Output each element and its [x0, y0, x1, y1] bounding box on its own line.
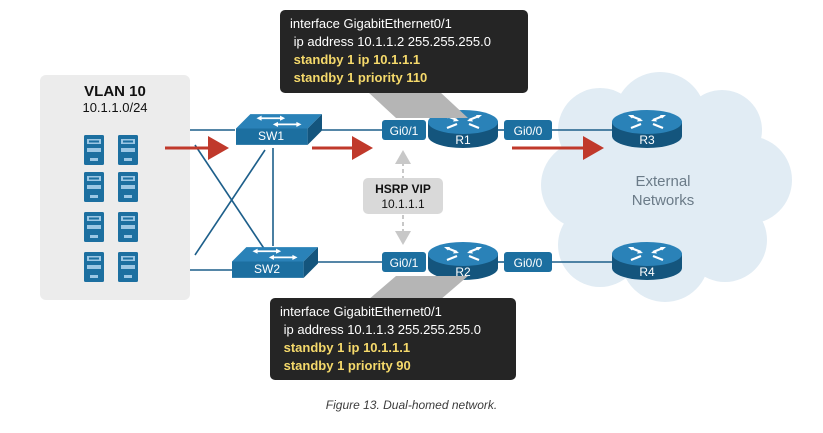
- cloud-label-line2: Networks: [632, 192, 695, 209]
- r1-config-line2: ip address 10.1.1.2 255.255.255.0: [290, 34, 491, 49]
- sw1-label: SW1: [258, 129, 284, 143]
- vlan-subnet: 10.1.1.0/24: [82, 100, 147, 115]
- r1-config-line3: standby 1 ip 10.1.1.1: [290, 52, 420, 67]
- r2-config-pointer: [368, 276, 468, 300]
- r2-label: R2: [455, 265, 471, 279]
- hsrp-vip-label: HSRP VIP: [375, 182, 431, 196]
- server-icon: [118, 212, 138, 242]
- server-icon: [84, 212, 104, 242]
- r3-label: R3: [639, 133, 655, 147]
- r2-lan-interface: Gi0/1: [390, 256, 419, 270]
- r2-config-line2: ip address 10.1.1.3 255.255.255.0: [280, 322, 481, 337]
- cloud-label-line1: External: [635, 173, 690, 190]
- vlan-title: VLAN 10: [84, 83, 146, 100]
- r2-config-box: [270, 298, 516, 380]
- r1-config-line1: interface GigabitEthernet0/1: [290, 16, 452, 31]
- server-icon: [118, 172, 138, 202]
- interface-tag: [382, 120, 426, 140]
- r2-config-line4: standby 1 priority 90: [280, 358, 411, 373]
- interface-tag: [382, 252, 426, 272]
- r1-wan-interface: Gi0/0: [514, 124, 543, 138]
- interface-tag: [504, 120, 552, 140]
- r2-wan-interface: Gi0/0: [514, 256, 543, 270]
- network-links: [190, 129, 612, 271]
- r1-config-pointer: [368, 92, 468, 118]
- sw2-label: SW2: [254, 262, 280, 276]
- r1-config-box: [280, 10, 528, 93]
- r2-config-line1: interface GigabitEthernet0/1: [280, 304, 442, 319]
- server-icon: [84, 172, 104, 202]
- hsrp-vip-box: [363, 178, 443, 214]
- r4-label: R4: [639, 265, 655, 279]
- interface-tag: [504, 252, 552, 272]
- r2-config-line3: standby 1 ip 10.1.1.1: [280, 340, 410, 355]
- r1-config-line4: standby 1 priority 110: [290, 70, 427, 85]
- server-icon: [84, 135, 104, 165]
- figure-caption: Figure 13. Dual-homed network.: [325, 398, 498, 412]
- server-icon: [118, 135, 138, 165]
- server-icon: [84, 252, 104, 282]
- vlan-panel: [40, 75, 190, 300]
- hsrp-vip-address: 10.1.1.1: [381, 197, 425, 211]
- r1-label: R1: [455, 133, 471, 147]
- server-icon: [118, 252, 138, 282]
- r1-lan-interface: Gi0/1: [390, 124, 419, 138]
